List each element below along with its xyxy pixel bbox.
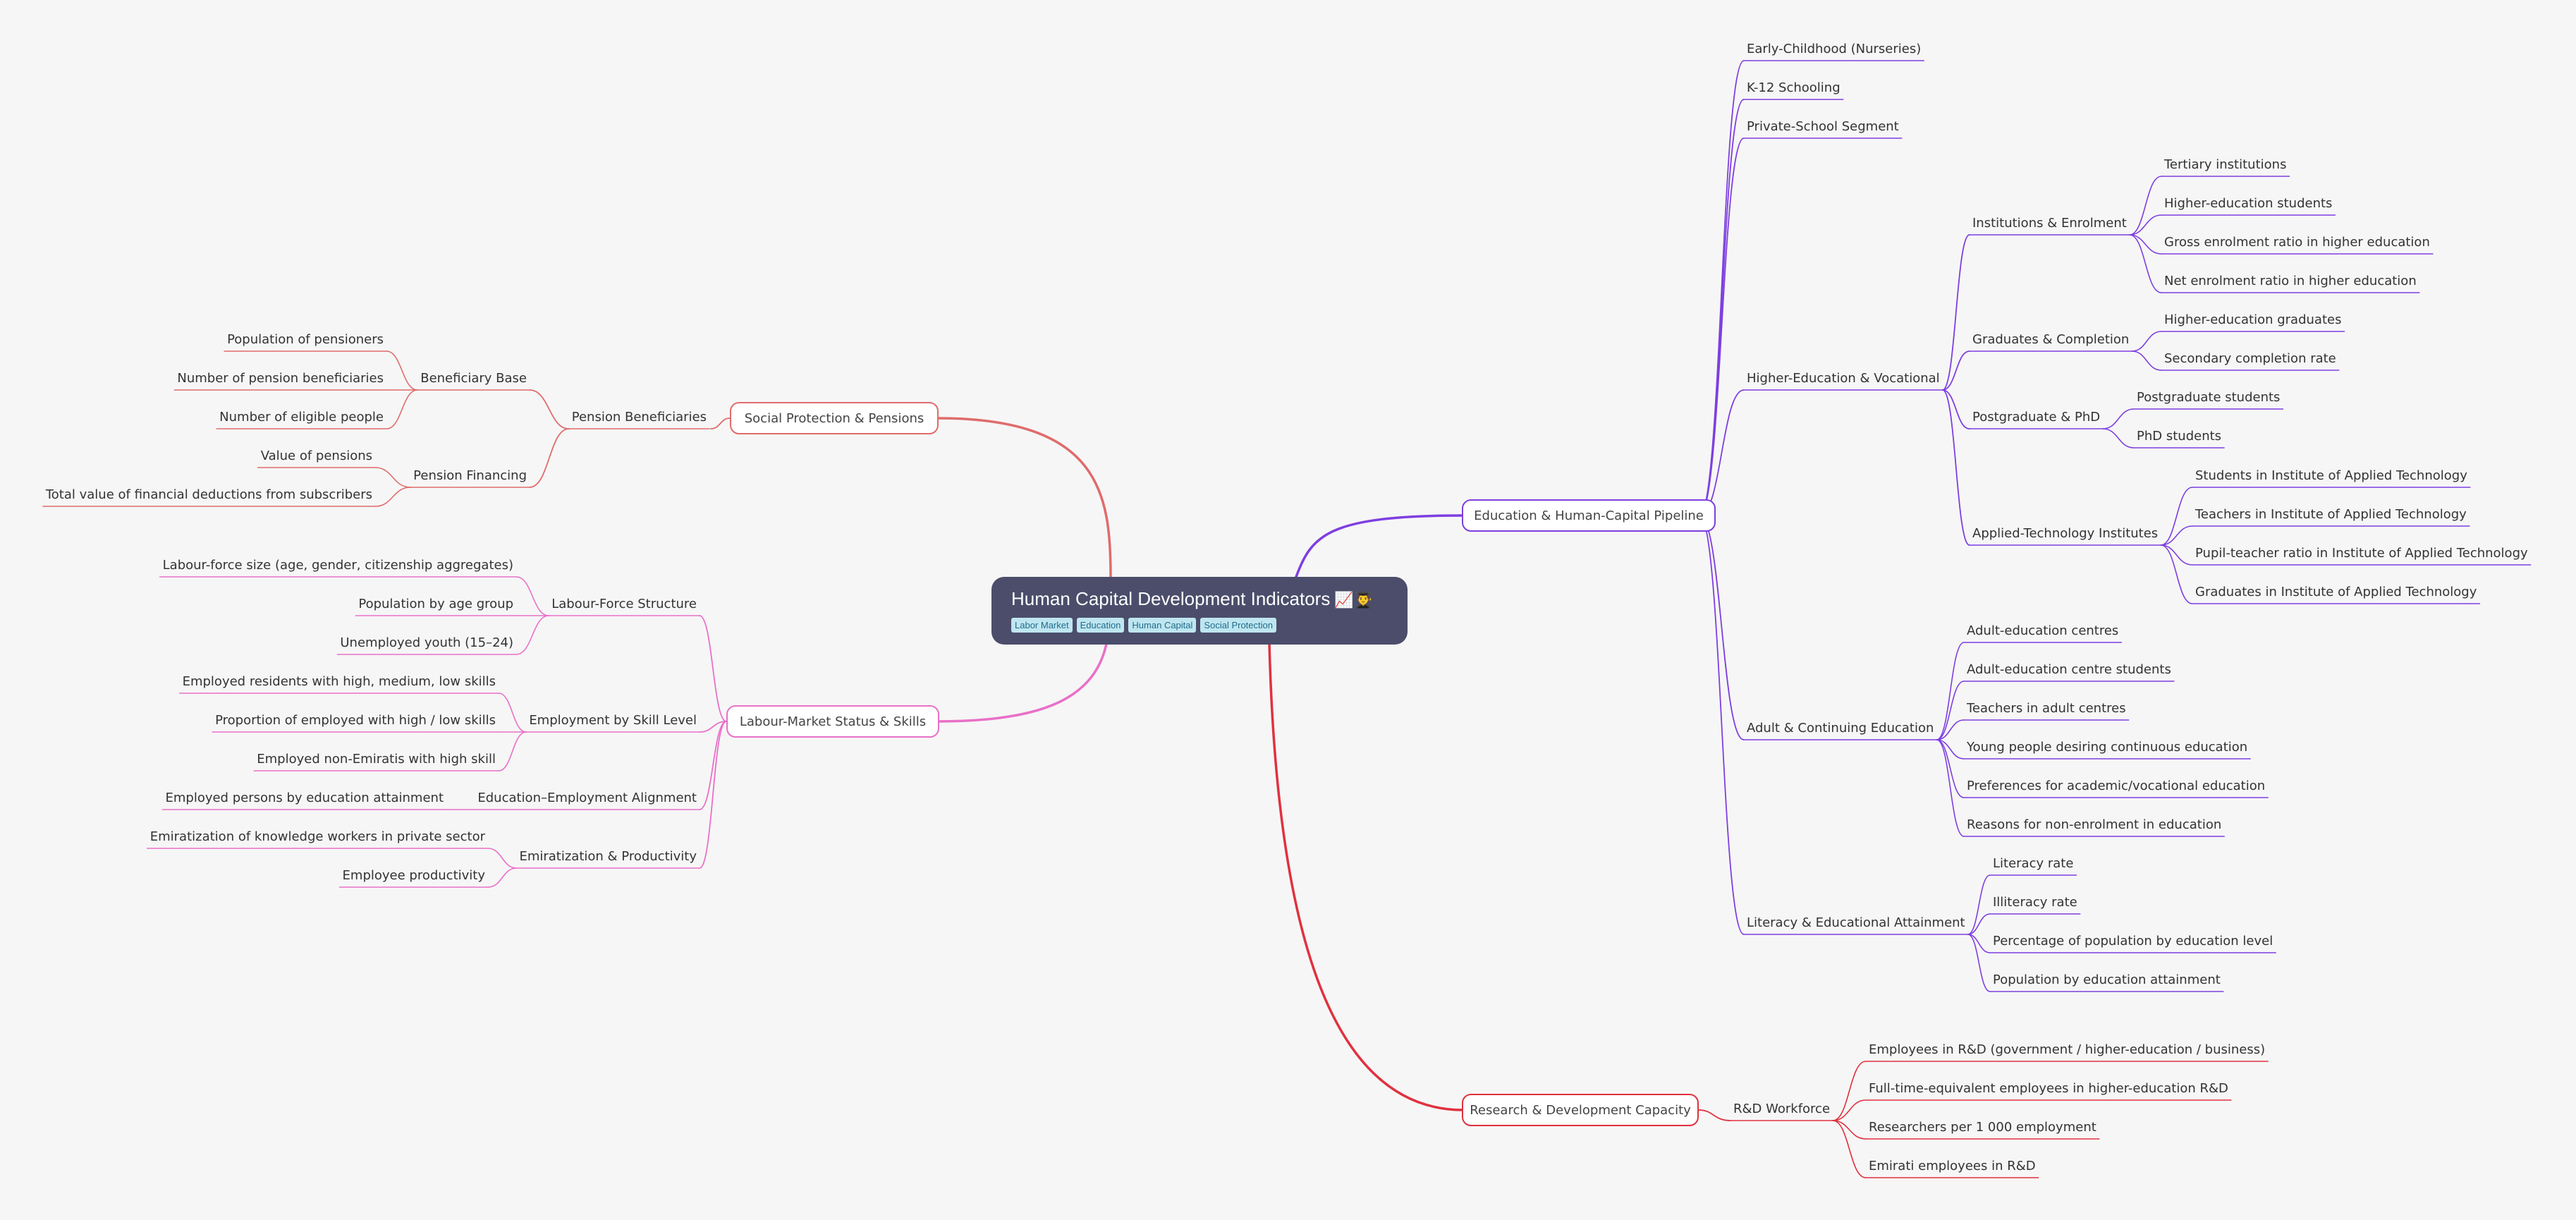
- leaf-population-of-pensioners[interactable]: Population of pensioners: [227, 332, 384, 347]
- leaf-population-by-education-attainment[interactable]: Population by education attainment: [1993, 972, 2221, 987]
- leaf-emirati-employees-in-r-d[interactable]: Emirati employees in R&D: [1869, 1159, 2036, 1173]
- leaf-secondary-completion-rate[interactable]: Secondary completion rate: [2164, 351, 2336, 366]
- tag-education[interactable]: Education: [1076, 618, 1125, 633]
- branch-education-human-capital-pipeline[interactable]: Education & Human-Capital Pipeline: [1462, 499, 1716, 532]
- leaf-higher-education-graduates[interactable]: Higher-education graduates: [2164, 312, 2342, 327]
- topic-postgraduate-phd[interactable]: Postgraduate & PhD: [1972, 410, 2101, 425]
- topic-institutions-enrolment[interactable]: Institutions & Enrolment: [1972, 216, 2127, 231]
- leaf-percentage-of-population-by-education-level[interactable]: Percentage of population by education le…: [1993, 934, 2273, 948]
- leaf-reasons-for-non-enrolment-in-education[interactable]: Reasons for non-enrolment in education: [1967, 817, 2222, 832]
- topic-employment-by-skill-level[interactable]: Employment by Skill Level: [529, 713, 697, 728]
- leaf-employed-residents-with-high-medium-low-skills[interactable]: Employed residents with high, medium, lo…: [182, 674, 496, 689]
- leaf-adult-education-centres[interactable]: Adult-education centres: [1967, 623, 2119, 638]
- central-topic-emoji: 📈👨‍🎓: [1334, 591, 1374, 609]
- leaf-employees-in-r-d-government-higher-education-business[interactable]: Employees in R&D (government / higher-ed…: [1869, 1042, 2266, 1057]
- central-topic-tags: Labor Market Education Human Capital Soc…: [1011, 618, 1388, 633]
- leaf-graduates-in-institute-of-applied-technology[interactable]: Graduates in Institute of Applied Techno…: [2195, 585, 2477, 599]
- leaf-higher-education-students[interactable]: Higher-education students: [2164, 196, 2333, 211]
- leaf-emiratization-of-knowledge-workers-in-private-sector[interactable]: Emiratization of knowledge workers in pr…: [149, 829, 485, 844]
- topic-literacy-educational-attainment[interactable]: Literacy & Educational Attainment: [1747, 915, 1965, 930]
- leaf-labour-force-size-age-gender-citizenship-aggregates[interactable]: Labour-force size (age, gender, citizens…: [162, 558, 513, 573]
- topic-emiratization-productivity[interactable]: Emiratization & Productivity: [519, 849, 697, 864]
- topic-pension-beneficiaries[interactable]: Pension Beneficiaries: [571, 410, 707, 425]
- leaf-total-value-of-financial-deductions-from-subscribers[interactable]: Total value of financial deductions from…: [45, 487, 372, 502]
- topic-beneficiary-base[interactable]: Beneficiary Base: [420, 371, 527, 386]
- topic-labour-force-structure[interactable]: Labour-Force Structure: [551, 597, 697, 611]
- central-topic-title: Human Capital Development Indicators📈👨‍🎓: [1011, 588, 1374, 609]
- leaf-unemployed-youth-15-24[interactable]: Unemployed youth (15–24): [340, 635, 513, 650]
- leaf-number-of-eligible-people[interactable]: Number of eligible people: [219, 410, 384, 425]
- topic-education-employment-alignment[interactable]: Education–Employment Alignment: [477, 791, 697, 805]
- leaf-phd-students[interactable]: PhD students: [2137, 429, 2222, 444]
- branch-labour-market-status-skills[interactable]: Labour-Market Status & Skills: [726, 705, 939, 738]
- leaf-proportion-of-employed-with-high-low-skills[interactable]: Proportion of employed with high / low s…: [215, 713, 496, 728]
- leaf-students-in-institute-of-applied-technology[interactable]: Students in Institute of Applied Technol…: [2195, 468, 2467, 483]
- topic-rd-workforce[interactable]: R&D Workforce: [1733, 1102, 1831, 1116]
- leaf-number-of-pension-beneficiaries[interactable]: Number of pension beneficiaries: [177, 371, 384, 386]
- leaf-literacy-rate[interactable]: Literacy rate: [1993, 856, 2074, 871]
- leaf-adult-education-centre-students[interactable]: Adult-education centre students: [1967, 662, 2171, 677]
- leaf-illiteracy-rate[interactable]: Illiteracy rate: [1993, 895, 2077, 910]
- leaf-gross-enrolment-ratio-in-higher-education[interactable]: Gross enrolment ratio in higher educatio…: [2164, 235, 2430, 250]
- leaf-value-of-pensions[interactable]: Value of pensions: [260, 449, 372, 463]
- topic-adult-continuing-education[interactable]: Adult & Continuing Education: [1747, 721, 1934, 736]
- leaf-tertiary-institutions[interactable]: Tertiary institutions: [2164, 157, 2287, 172]
- tag-labor-market[interactable]: Labor Market: [1011, 618, 1073, 633]
- topic-higher-education-vocational[interactable]: Higher-Education & Vocational: [1747, 371, 1940, 386]
- leaf-population-by-age-group[interactable]: Population by age group: [358, 597, 513, 611]
- topic-k-12-schooling[interactable]: K-12 Schooling: [1747, 80, 1841, 95]
- leaf-net-enrolment-ratio-in-higher-education[interactable]: Net enrolment ratio in higher education: [2164, 274, 2417, 288]
- leaf-employee-productivity[interactable]: Employee productivity: [342, 868, 485, 883]
- leaf-full-time-equivalent-employees-in-higher-education-r-d[interactable]: Full-time-equivalent employees in higher…: [1869, 1081, 2228, 1096]
- leaf-postgraduate-students[interactable]: Postgraduate students: [2137, 390, 2281, 405]
- leaf-employed-non-emiratis-with-high-skill[interactable]: Employed non-Emiratis with high skill: [257, 752, 496, 767]
- topic-private-school-segment[interactable]: Private-School Segment: [1747, 119, 1899, 134]
- topic-applied-technology-institutes[interactable]: Applied-Technology Institutes: [1972, 526, 2159, 541]
- leaf-teachers-in-institute-of-applied-technology[interactable]: Teachers in Institute of Applied Technol…: [2195, 507, 2467, 522]
- topic-early-childhood-nurseries[interactable]: Early-Childhood (Nurseries): [1747, 42, 1922, 56]
- leaf-young-people-desiring-continuous-education[interactable]: Young people desiring continuous educati…: [1967, 740, 2248, 755]
- tag-human-capital[interactable]: Human Capital: [1128, 618, 1197, 633]
- branch-social-protection-pensions[interactable]: Social Protection & Pensions: [730, 402, 939, 434]
- topic-pension-financing[interactable]: Pension Financing: [413, 468, 527, 483]
- central-topic[interactable]: Human Capital Development Indicators📈👨‍🎓…: [991, 577, 1408, 645]
- tag-social-protection[interactable]: Social Protection: [1200, 618, 1276, 633]
- leaf-pupil-teacher-ratio-in-institute-of-applied-technology[interactable]: Pupil-teacher ratio in Institute of Appl…: [2195, 546, 2528, 561]
- leaf-researchers-per-1-000-employment[interactable]: Researchers per 1 000 employment: [1869, 1120, 2096, 1135]
- branch-research-development-capacity[interactable]: Research & Development Capacity: [1462, 1094, 1699, 1126]
- leaf-teachers-in-adult-centres[interactable]: Teachers in adult centres: [1967, 701, 2126, 716]
- leaf-preferences-for-academic-vocational-education[interactable]: Preferences for academic/vocational educ…: [1967, 779, 2266, 793]
- leaf-employed-persons-by-education-attainment[interactable]: Employed persons by education attainment: [165, 791, 444, 805]
- topic-graduates-completion[interactable]: Graduates & Completion: [1972, 332, 2130, 347]
